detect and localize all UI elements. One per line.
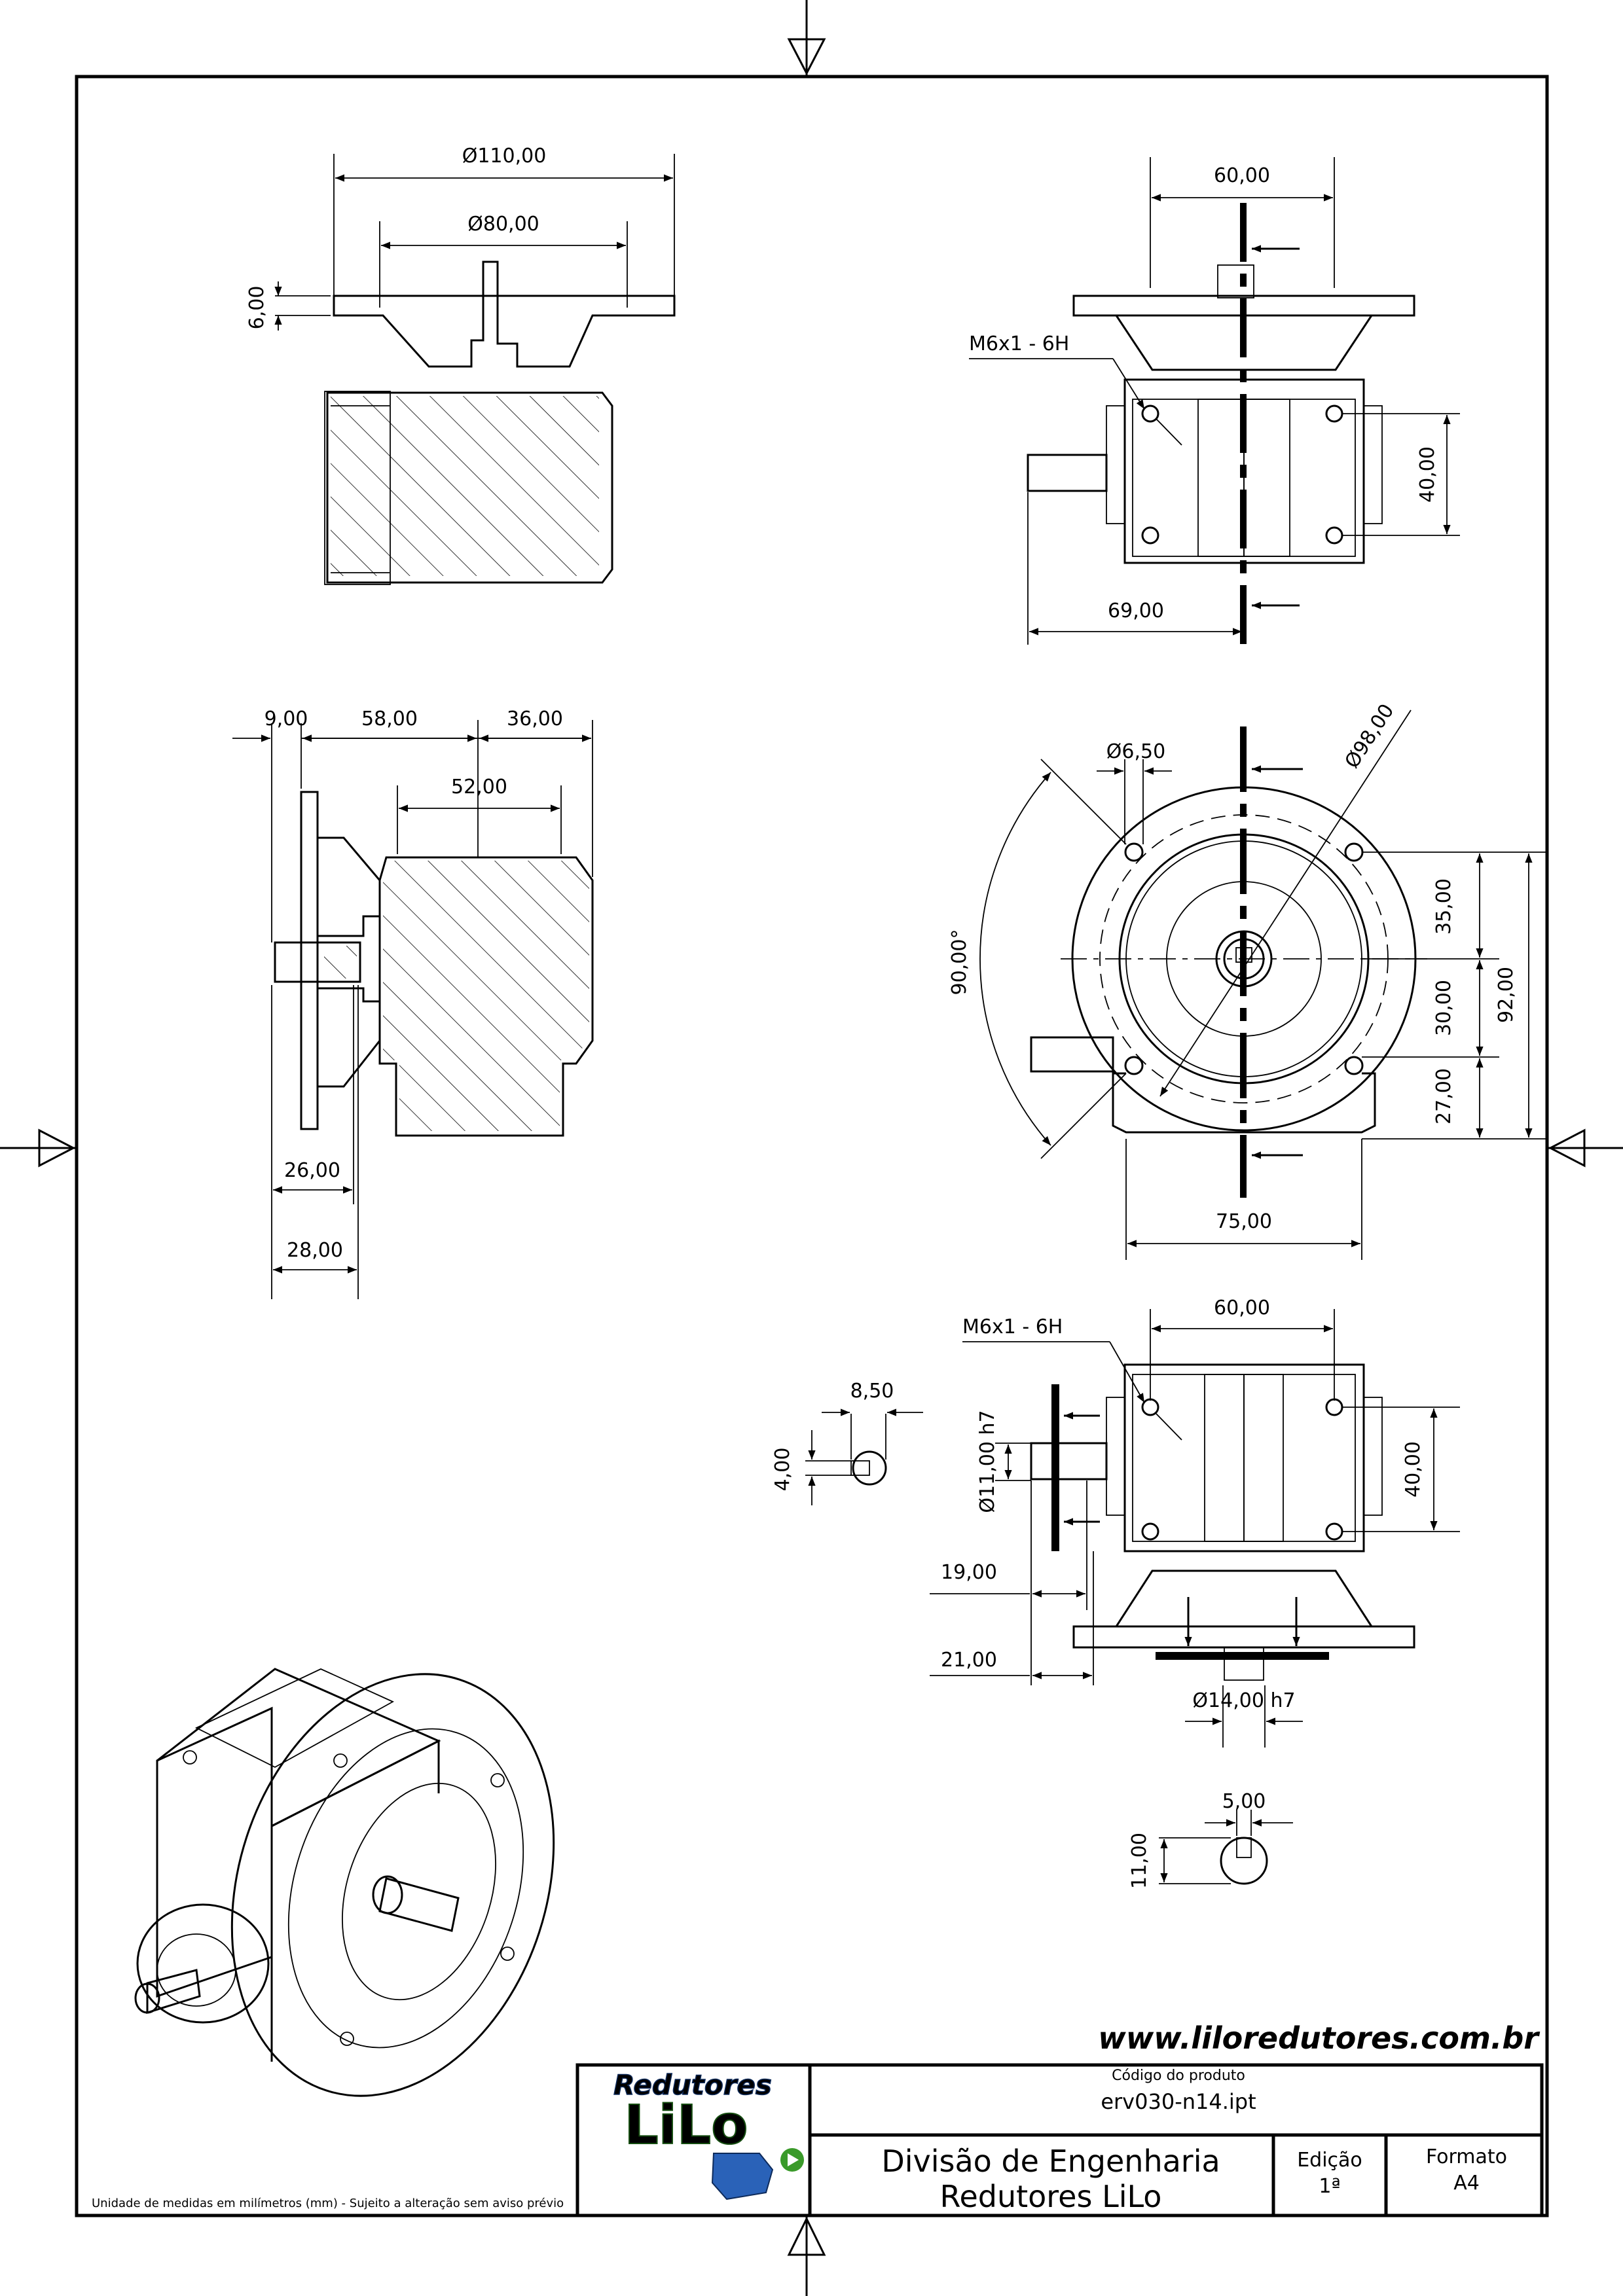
website-url: www.liloredutores.com.br	[1098, 2020, 1541, 2056]
section-view-top	[324, 260, 676, 585]
division-line-2: Redutores LiLo	[940, 2179, 1162, 2214]
thread-label-top: M6x1 - 6H	[969, 332, 1069, 355]
dims-view-3: 9,00 58,00 36,00 52,00 26,00 28,00	[232, 708, 593, 1299]
dim-75: 75,00	[1216, 1210, 1272, 1233]
dims-view-5: 60,00 M6x1 - 6H 40,00 Ø11,00 h7 19,00 21…	[930, 1297, 1460, 1748]
dim-5: 5,00	[1222, 1790, 1266, 1813]
product-code-label: Código do produto	[1112, 2068, 1245, 2084]
dim-11: 11,00	[1128, 1833, 1151, 1889]
dim-dia-14-h7: Ø14,00 h7	[1192, 1689, 1295, 1712]
dim-dia-11-h7: Ø11,00 h7	[976, 1410, 999, 1513]
dim-6: 6,00	[246, 286, 268, 330]
dim-19: 19,00	[941, 1561, 997, 1584]
key-detail-small: 8,50 4,00	[771, 1380, 923, 1505]
dims-view-2: 60,00 M6x1 - 6H 40,00 69,00	[969, 157, 1460, 645]
dim-4: 4,00	[771, 1448, 794, 1492]
front-view-top	[1027, 203, 1415, 655]
dim-36: 36,00	[507, 708, 563, 730]
isometric-view	[134, 1668, 555, 2097]
dim-40-top: 40,00	[1416, 446, 1439, 503]
front-view-bottom	[1030, 1363, 1415, 1681]
logo-top-text: Redutores	[613, 2069, 772, 2101]
edition-label: Edição	[1297, 2149, 1362, 2172]
thread-label-bot: M6x1 - 6H	[962, 1316, 1063, 1338]
dim-9: 9,00	[264, 708, 308, 730]
logo-main-text: LiLo	[625, 2094, 748, 2157]
dim-8-5: 8,50	[850, 1380, 894, 1403]
dim-30: 30,00	[1432, 980, 1455, 1036]
logo: Redutores LiLo	[613, 2068, 804, 2200]
footnote: Unidade de medidas em milímetros (mm) - …	[92, 2197, 564, 2210]
flange-face-view	[1030, 726, 1427, 1198]
dims-view-4: Ø6,50 Ø98,00 90,00° 35,00 30,00 27,00 92…	[948, 700, 1548, 1260]
dim-69: 69,00	[1108, 600, 1164, 622]
edition-value: 1ª	[1319, 2175, 1340, 2198]
dim-dia-80: Ø80,00	[467, 213, 539, 236]
format-value: A4	[1453, 2172, 1480, 2195]
dim-dia-110: Ø110,00	[462, 145, 547, 168]
gear-motor-icon	[711, 2153, 774, 2200]
dim-angle-90: 90,00°	[948, 929, 971, 996]
dim-60-bot: 60,00	[1214, 1297, 1270, 1319]
division-line-1: Divisão de Engenharia	[881, 2144, 1220, 2179]
product-code: erv030-n14.ipt	[1101, 2089, 1256, 2114]
section-view-side	[274, 791, 594, 1137]
dim-92: 92,00	[1495, 967, 1518, 1023]
dims-view-1: Ø110,00 Ø80,00 6,00	[246, 145, 675, 331]
dim-58: 58,00	[361, 708, 418, 730]
title-block: www.liloredutores.com.br Redutores LiLo …	[92, 2020, 1544, 2217]
dim-dia-98: Ø98,00	[1341, 700, 1399, 772]
dim-60-top: 60,00	[1214, 164, 1270, 187]
dim-52: 52,00	[451, 776, 507, 798]
dim-27: 27,00	[1432, 1068, 1455, 1124]
format-label: Formato	[1426, 2145, 1507, 2168]
dim-28: 28,00	[287, 1239, 343, 1262]
dim-21: 21,00	[941, 1649, 997, 1672]
dim-26: 26,00	[284, 1159, 340, 1182]
dim-35: 35,00	[1432, 878, 1455, 935]
dim-40-bot: 40,00	[1402, 1441, 1425, 1498]
dim-dia-6-5: Ø6,50	[1106, 740, 1165, 763]
key-detail-large: 5,00 11,00	[1128, 1790, 1293, 1889]
